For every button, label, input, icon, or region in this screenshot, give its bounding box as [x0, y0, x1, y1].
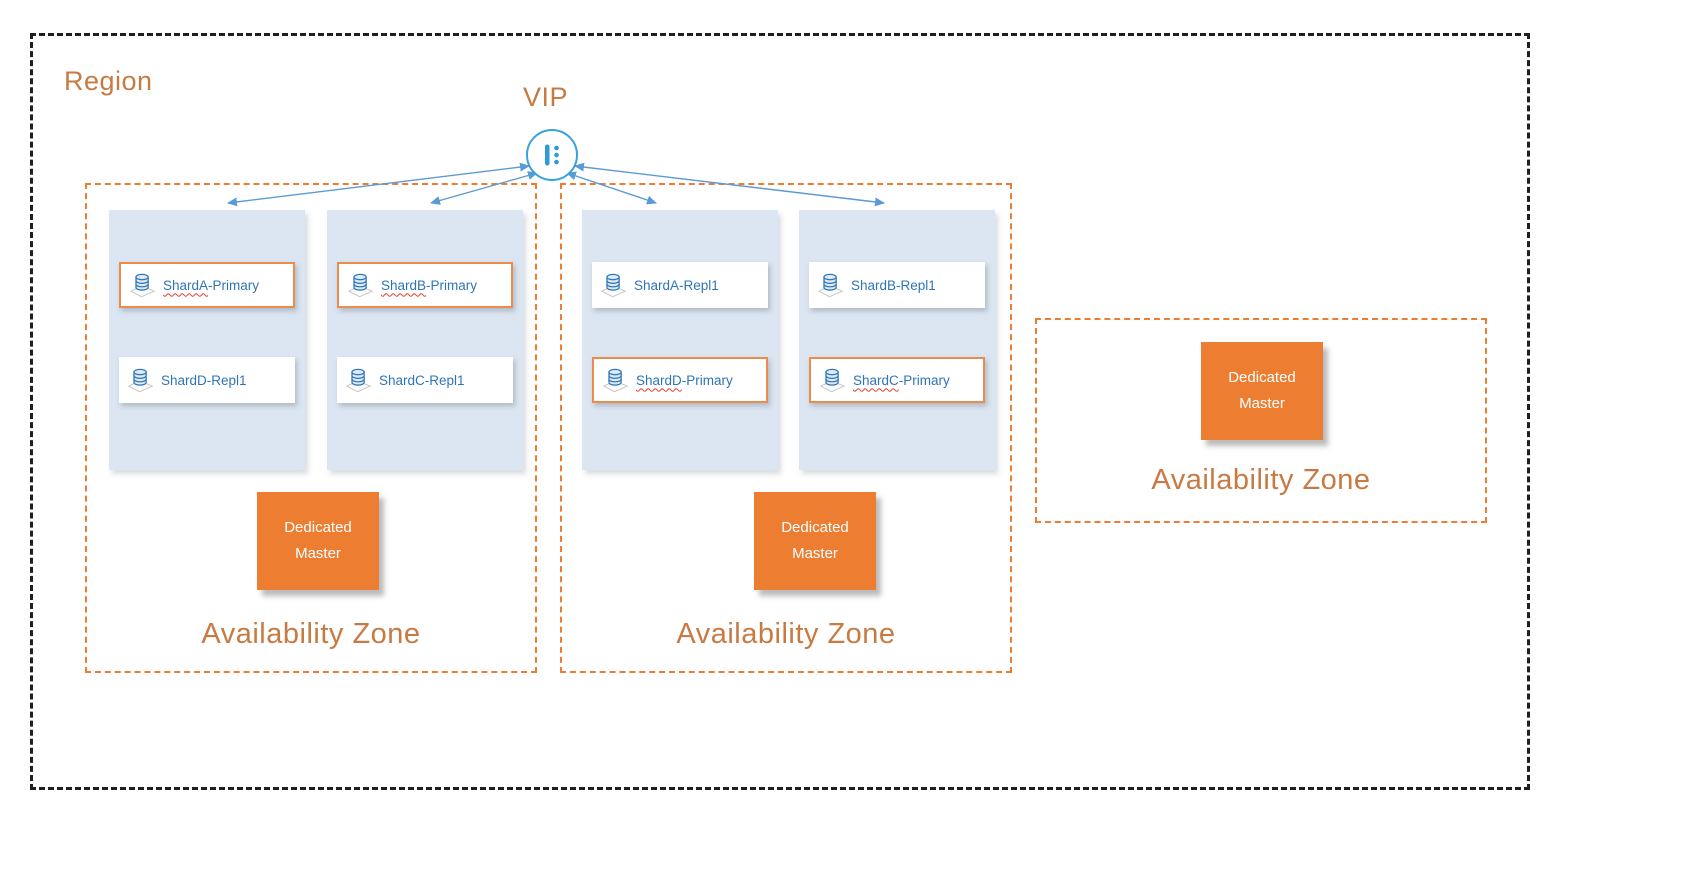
shard-box: ShardC-Primary — [809, 357, 985, 403]
shard-label: ShardB-Primary — [381, 278, 477, 293]
shard-name: ShardB — [381, 277, 427, 293]
shard-label: ShardB-Repl1 — [851, 278, 936, 293]
shard-name: ShardA — [163, 277, 209, 293]
shard-label: ShardD-Repl1 — [161, 373, 247, 388]
database-icon — [819, 368, 846, 392]
shard-suffix: -Primary — [898, 372, 950, 388]
node-panel-4: ShardB-Repl1 ShardC-Primary — [799, 210, 995, 470]
shard-name: ShardC — [379, 372, 425, 388]
shard-box: ShardC-Repl1 — [337, 357, 513, 403]
shard-label: ShardC-Repl1 — [379, 373, 465, 388]
shard-name: ShardC — [853, 372, 899, 388]
database-icon — [600, 273, 627, 297]
availability-zone-2: ShardA-Repl1 ShardD-Primary — [560, 183, 1012, 673]
database-icon — [129, 273, 156, 297]
region-label: Region — [64, 66, 153, 96]
dedicated-master: Dedicated Master — [257, 492, 379, 590]
dedicated-master: Dedicated Master — [1201, 342, 1323, 440]
database-icon — [127, 368, 154, 392]
shard-label: ShardD-Primary — [636, 373, 733, 388]
shard-suffix: -Repl1 — [896, 277, 936, 293]
vip-label: VIP — [523, 82, 569, 112]
region-boundary — [30, 33, 1530, 790]
shard-name: ShardB — [851, 277, 897, 293]
shard-box: ShardB-Repl1 — [809, 262, 985, 308]
shard-label: ShardA-Primary — [163, 278, 259, 293]
shard-suffix: -Repl1 — [206, 372, 247, 388]
availability-zone-3: Dedicated Master Availability Zone — [1035, 318, 1487, 523]
load-balancer-icon — [545, 144, 559, 166]
shard-label: ShardC-Primary — [853, 373, 950, 388]
database-icon — [345, 368, 372, 392]
shard-suffix: -Repl1 — [424, 372, 465, 388]
shard-suffix: -Primary — [426, 277, 478, 293]
node-panel-2: ShardB-Primary ShardC-Repl1 — [327, 210, 523, 470]
database-icon — [347, 273, 374, 297]
vip-node — [526, 129, 578, 181]
shard-name: ShardD — [636, 372, 682, 388]
dedicated-master: Dedicated Master — [754, 492, 876, 590]
shard-box: ShardD-Primary — [592, 357, 768, 403]
availability-zone-1: ShardA-Primary ShardD-Repl1 — [85, 183, 537, 673]
shard-label: ShardA-Repl1 — [634, 278, 719, 293]
shard-name: ShardA — [634, 277, 680, 293]
shard-suffix: -Primary — [681, 372, 733, 388]
shard-suffix: -Primary — [208, 277, 260, 293]
shard-box: ShardB-Primary — [337, 262, 513, 308]
shard-name: ShardD — [161, 372, 207, 388]
shard-box: ShardD-Repl1 — [119, 357, 295, 403]
availability-zone-label: Availability Zone — [201, 618, 421, 650]
availability-zone-label: Availability Zone — [676, 618, 896, 650]
database-icon — [817, 273, 844, 297]
node-panel-3: ShardA-Repl1 ShardD-Primary — [582, 210, 778, 470]
database-icon — [602, 368, 629, 392]
availability-zone-label: Availability Zone — [1151, 464, 1371, 496]
shard-box: ShardA-Repl1 — [592, 262, 768, 308]
shard-box: ShardA-Primary — [119, 262, 295, 308]
node-panel-1: ShardA-Primary ShardD-Repl1 — [109, 210, 305, 470]
shard-suffix: -Repl1 — [679, 277, 719, 293]
